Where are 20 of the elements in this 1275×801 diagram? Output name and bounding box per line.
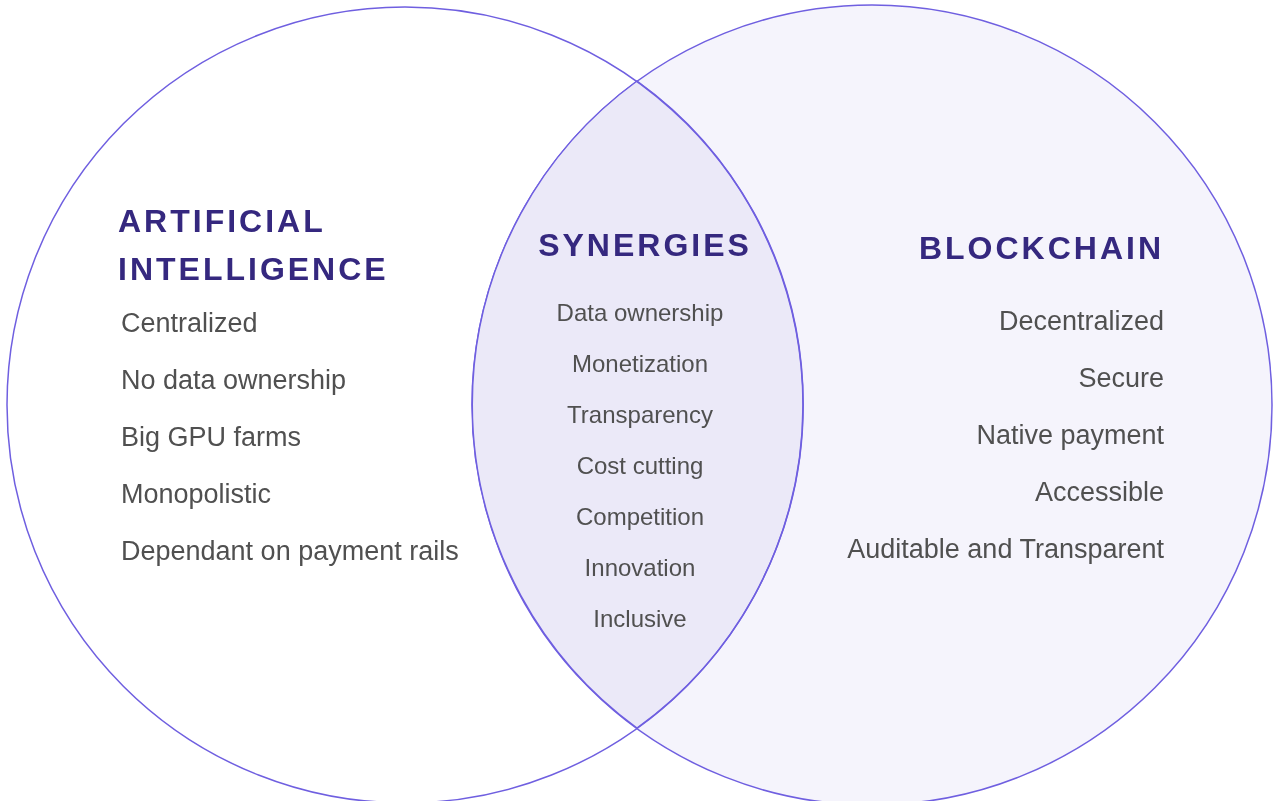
list-item: Auditable and Transparent (847, 533, 1164, 565)
list-item: Cost cutting (576, 451, 704, 481)
list-item: Accessible (1034, 476, 1164, 508)
category-heading: ARTIFICIAL INTELLIGENCE (118, 202, 390, 289)
list-item: Transparency (567, 400, 713, 430)
list-item: Centralized (121, 307, 258, 339)
list-item: Native payment (976, 419, 1164, 451)
list-item: Monetization (571, 349, 709, 379)
list-item: No data ownership (121, 364, 347, 396)
list-item: Innovation (584, 553, 696, 583)
list-item: Big GPU farms (121, 421, 302, 453)
category-heading: SYNERGIES (538, 226, 752, 265)
list-item: Competition (575, 502, 705, 532)
list-item: Inclusive (593, 604, 687, 634)
category-heading: BLOCKCHAIN (918, 229, 1164, 268)
list-item: Data ownership (556, 298, 724, 328)
list-item: Secure (1078, 362, 1164, 394)
list-item: Decentralized (998, 305, 1164, 337)
list-item: Dependant on payment rails (121, 535, 459, 567)
list-item: Monopolistic (121, 478, 272, 510)
